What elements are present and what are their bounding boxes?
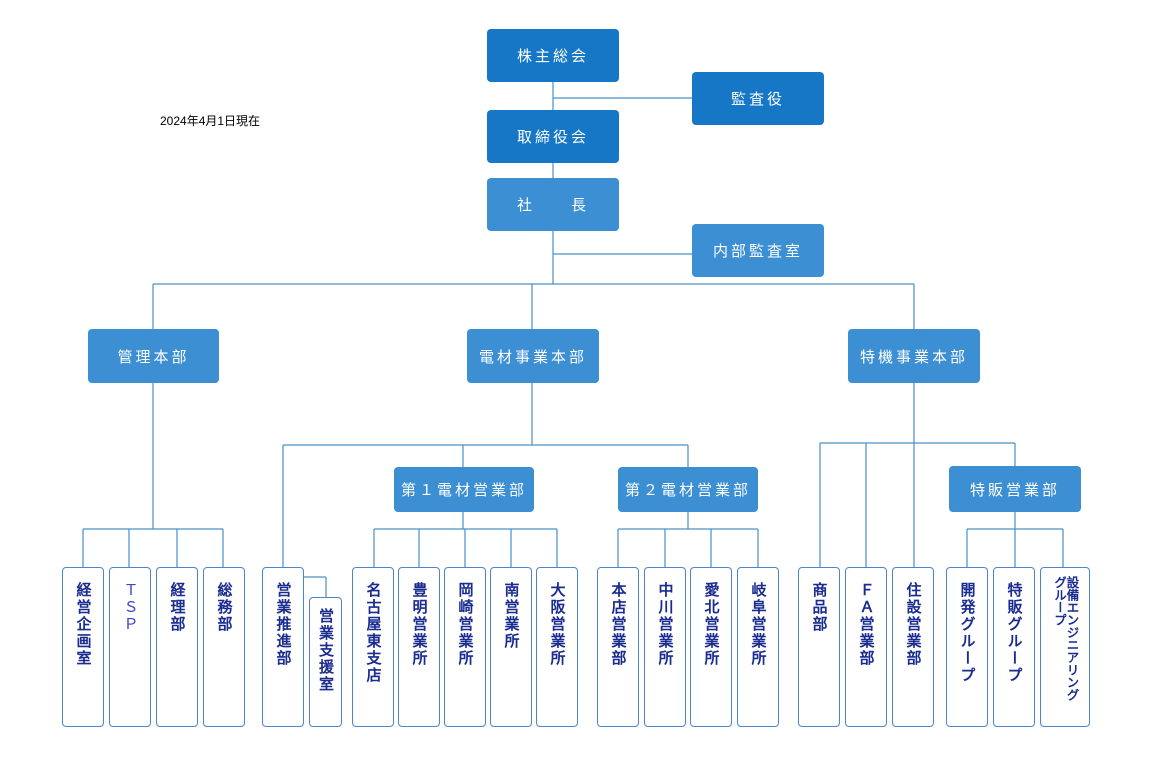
- leaf-box: 岐阜営業所: [737, 567, 779, 727]
- leaf-box: ＦＡ営業部: [845, 567, 887, 727]
- leaf-box: 総務部: [203, 567, 245, 727]
- leaf-box: 営業推進部: [262, 567, 304, 727]
- electrical-sales-1-box: 第１電材営業部: [394, 467, 534, 512]
- leaf-box: 商品部: [798, 567, 840, 727]
- leaf-box: 岡崎営業所: [444, 567, 486, 727]
- leaf-box: 経理部: [156, 567, 198, 727]
- leaf-box: 愛北営業所: [690, 567, 732, 727]
- leaf-box: 豊明営業所: [398, 567, 440, 727]
- leaf-box: 営業支援室: [309, 597, 342, 727]
- as-of-date: 2024年4月1日現在: [160, 114, 261, 128]
- electrical-sales-2-box: 第２電材営業部: [618, 467, 758, 512]
- leaf-box: 特販グループ: [993, 567, 1035, 727]
- auditor-box: 監査役: [692, 72, 824, 125]
- special-sales-box: 特販営業部: [949, 466, 1081, 512]
- leaf-box: 大阪営業所: [536, 567, 578, 727]
- electrical-division-box: 電材事業本部: [467, 329, 599, 383]
- board-of-directors-box: 取締役会: [487, 110, 619, 163]
- leaf-box: 住設営業部: [892, 567, 934, 727]
- leaf-box: 開発グループ: [946, 567, 988, 727]
- president-box: 社 長: [487, 178, 619, 231]
- leaf-box: 名古屋東支店: [352, 567, 394, 727]
- leaf-box: 設備エンジニアリング グループ: [1040, 567, 1090, 727]
- shareholders-meeting-box: 株主総会: [487, 29, 619, 82]
- leaf-box: ＴＳＰ: [109, 567, 151, 727]
- internal-audit-box: 内部監査室: [692, 224, 824, 277]
- leaf-box: 経営企画室: [62, 567, 104, 727]
- leaf-box: 南営業所: [490, 567, 532, 727]
- leaf-box: 中川営業所: [644, 567, 686, 727]
- admin-division-box: 管理本部: [88, 329, 219, 383]
- special-machinery-division-box: 特機事業本部: [848, 329, 980, 383]
- leaf-box: 本店営業部: [597, 567, 639, 727]
